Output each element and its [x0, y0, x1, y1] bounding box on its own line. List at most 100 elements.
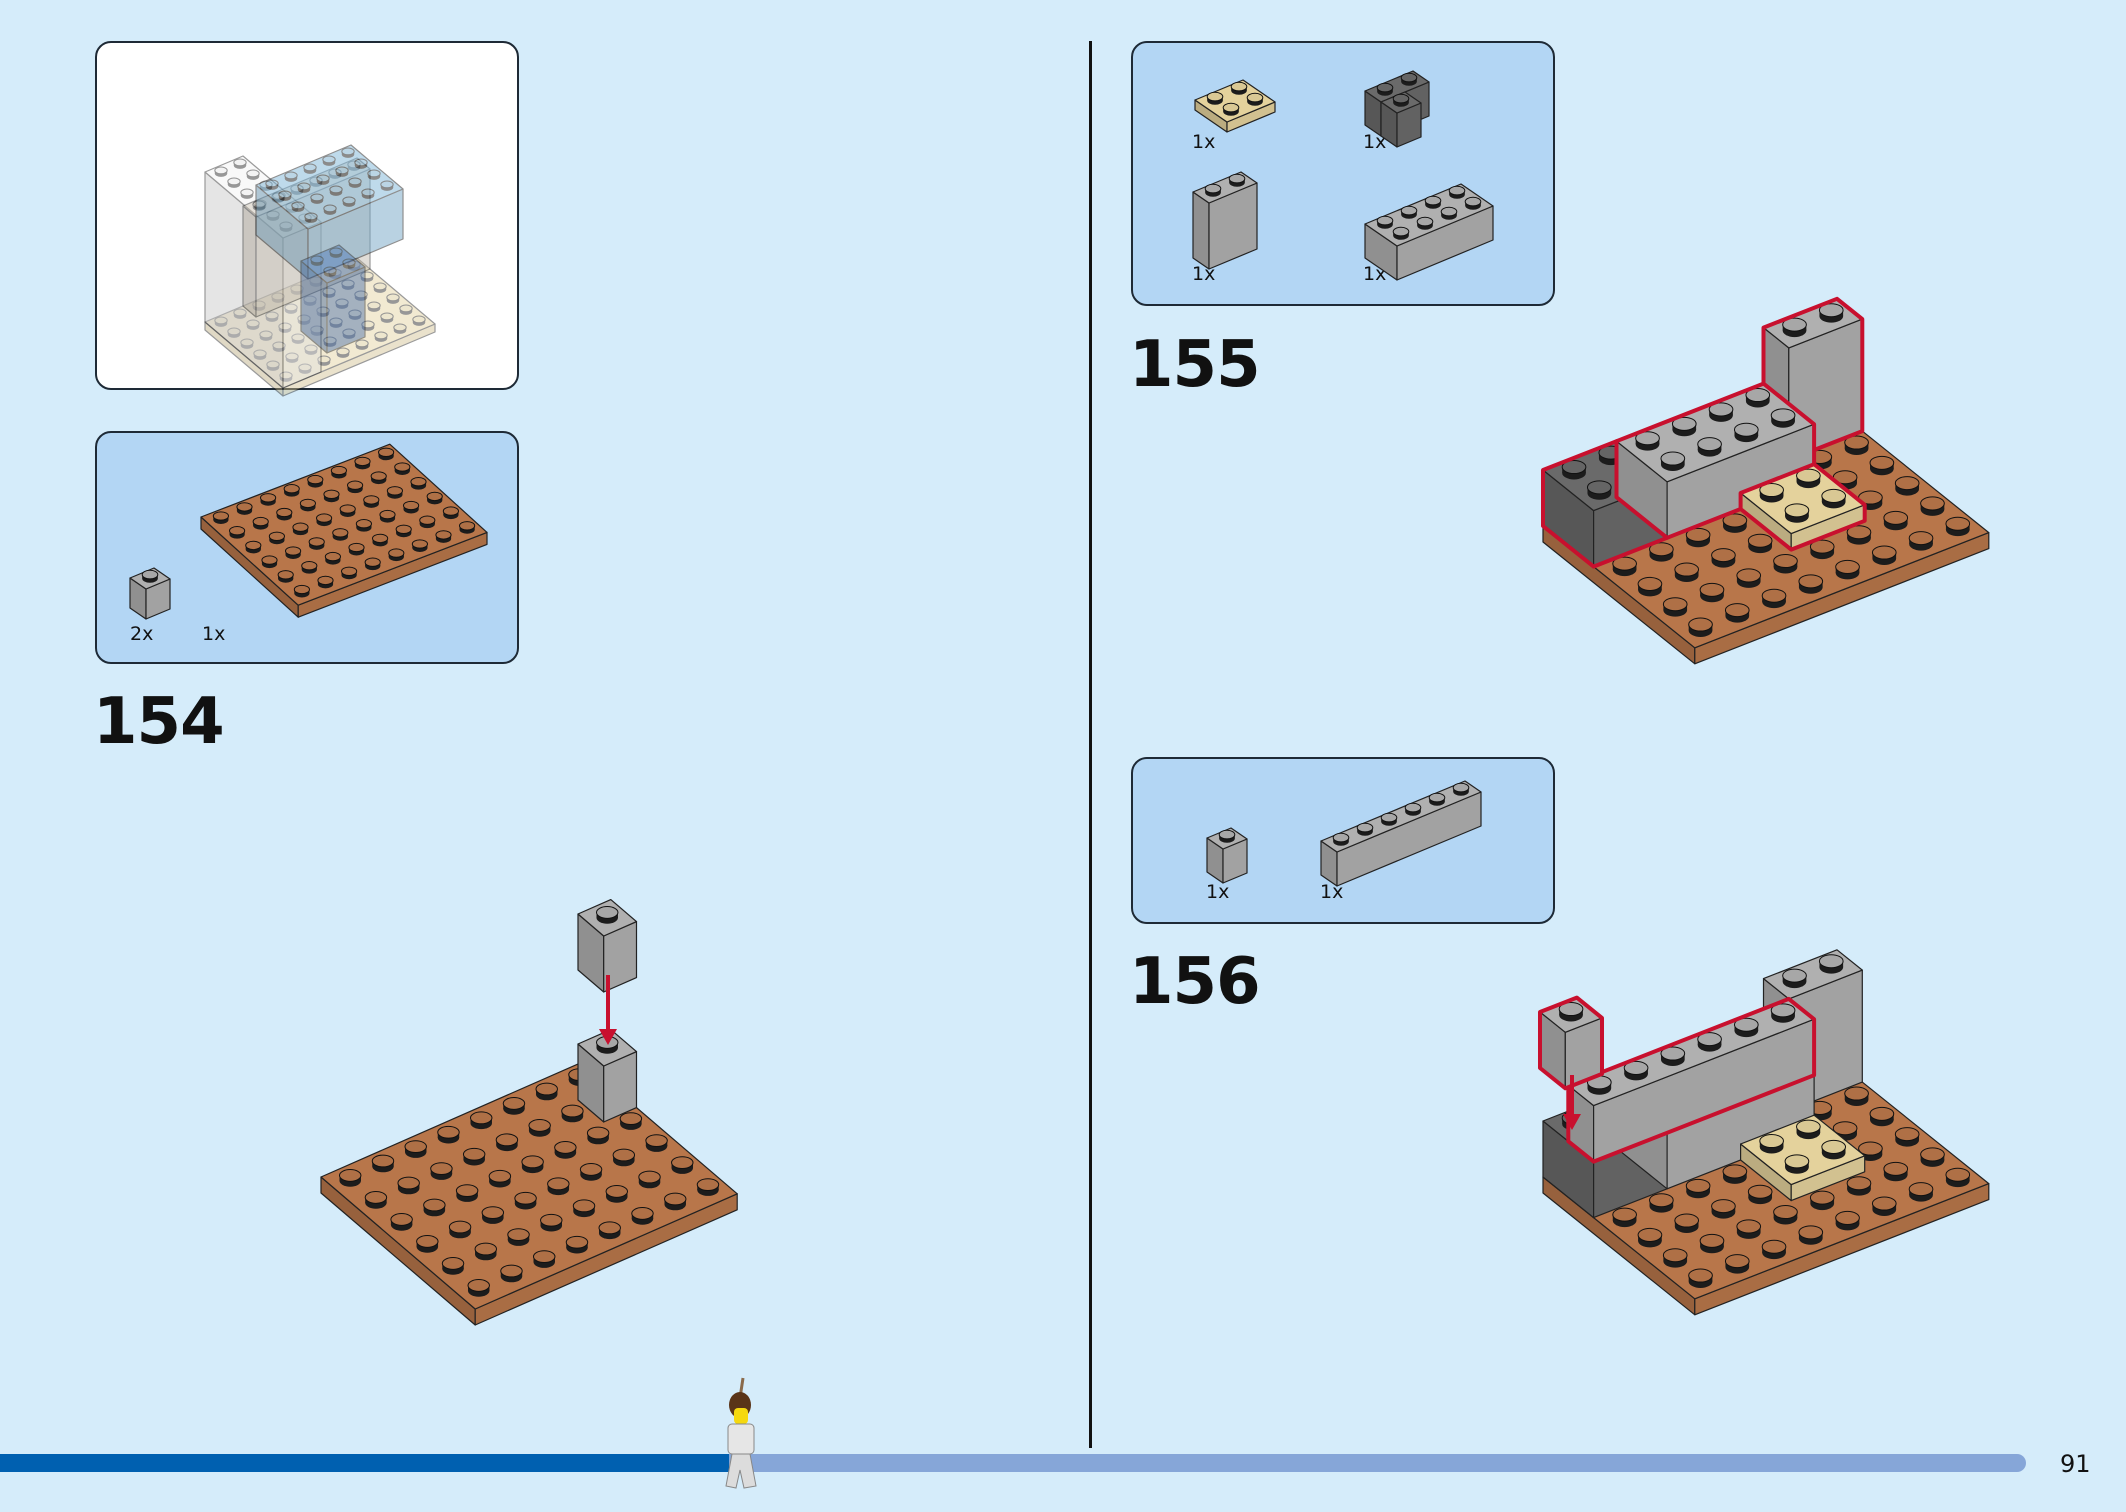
stud-base: [1635, 1088, 1660, 1102]
stud-side: [1598, 1103, 1623, 1110]
stud-base: [1759, 1140, 1784, 1154]
brick-side-face: [1567, 1084, 1595, 1163]
brick-front-face: [1790, 504, 1866, 551]
stud-base: [1700, 589, 1724, 603]
stud-side: [1663, 604, 1688, 611]
stud-base: [1807, 456, 1832, 470]
stud-top: [1770, 1115, 1796, 1130]
stud-side: [1734, 485, 1759, 492]
stud-side: [613, 1155, 635, 1161]
stud-side: [1785, 1177, 1809, 1184]
stud-base: [1759, 505, 1784, 519]
stud-side: [496, 1139, 518, 1146]
stud-top: [1598, 1152, 1624, 1167]
stud-side: [1672, 479, 1697, 486]
stud-side: [1635, 1089, 1660, 1096]
stud-base: [1562, 1117, 1586, 1131]
stud-side: [437, 1132, 460, 1138]
stud-base: [1672, 1074, 1697, 1088]
new-1x2x2-brick: [1761, 296, 1865, 462]
stud-base: [1587, 1137, 1612, 1151]
part-qty: 1x: [1320, 881, 1344, 903]
stud-base: [1762, 1246, 1786, 1260]
stud-top: [1773, 554, 1798, 569]
stud-side: [1759, 490, 1784, 496]
stud-top: [1869, 455, 1895, 470]
stud-top: [1586, 480, 1612, 495]
stud-side: [1709, 465, 1733, 472]
stud-base: [1587, 486, 1612, 500]
stud-base: [503, 1102, 525, 1115]
baseplate-6x8: [320, 1061, 738, 1326]
stud-top: [1745, 388, 1771, 403]
stud-base: [470, 1117, 492, 1130]
stud-side: [1624, 472, 1648, 479]
stud-base: [463, 1153, 485, 1166]
stud-side: [1624, 1067, 1648, 1074]
stud-top: [1699, 582, 1725, 597]
stud-top: [1688, 617, 1713, 632]
stud-side: [1663, 1255, 1688, 1262]
stud-side: [1762, 595, 1786, 602]
brick-top-face: [1542, 440, 1668, 512]
stud-base: [456, 1190, 478, 1202]
stud-top: [1598, 1096, 1624, 1111]
stud-top: [1908, 531, 1934, 546]
brick-side-face: [577, 1043, 605, 1123]
stud-top: [1612, 556, 1637, 571]
stud-side: [1660, 514, 1685, 521]
stud-base: [1745, 1045, 1770, 1059]
stud-side: [596, 1042, 618, 1048]
stud-base: [1847, 1182, 1871, 1196]
stud-top: [1708, 458, 1734, 473]
stud-side: [1709, 1060, 1733, 1067]
stud-base: [482, 1212, 504, 1224]
stud-top: [1844, 435, 1869, 450]
stud-side: [1920, 1154, 1945, 1161]
stud-side: [1723, 1171, 1747, 1178]
stud-side: [540, 1220, 563, 1226]
stud-side: [1759, 1141, 1784, 1147]
stud-base: [1872, 1202, 1897, 1216]
stud-base: [1870, 462, 1894, 476]
stud-side: [463, 1154, 485, 1160]
stud-base: [1587, 542, 1612, 556]
stud-top: [1818, 1066, 1844, 1081]
stud-base: [416, 1240, 439, 1253]
stud-top: [554, 1141, 577, 1154]
stud-top: [514, 1191, 537, 1205]
stud-side: [1562, 1174, 1586, 1180]
part-qty: 1x: [1363, 263, 1387, 285]
stud-side: [1909, 538, 1933, 545]
stud-top: [1832, 1121, 1858, 1136]
stud-side: [1624, 1179, 1648, 1186]
stud-top: [1773, 1205, 1798, 1220]
stud-side: [475, 1249, 497, 1255]
stud-side: [1734, 1136, 1759, 1143]
stud-side: [1697, 1151, 1722, 1158]
stud-base: [1895, 482, 1920, 496]
stud-top: [631, 1207, 654, 1220]
stud-base: [339, 1174, 361, 1187]
stud-base: [561, 1110, 584, 1123]
stud-side: [1798, 1232, 1823, 1239]
brick-front-face: [1592, 1132, 1668, 1219]
new-part-highlight: [1566, 996, 1817, 1164]
stud-base: [1734, 1024, 1759, 1038]
stud-base: [1624, 472, 1648, 486]
stud-side: [1895, 483, 1920, 490]
stud-base: [1745, 394, 1770, 408]
stud-base: [645, 1140, 668, 1152]
stud-side: [1796, 1142, 1821, 1149]
stud-top: [1747, 533, 1773, 548]
stud-side: [1736, 1226, 1761, 1233]
stud-top: [467, 1279, 490, 1292]
stud-side: [554, 1147, 577, 1153]
stud-top: [1674, 562, 1700, 577]
stud-base: [1810, 1197, 1835, 1211]
stud-side: [1858, 497, 1883, 504]
brick-front-face: [1666, 423, 1815, 539]
stud-top: [568, 1068, 591, 1082]
stud-top: [1671, 1067, 1697, 1082]
brick-top-face: [1615, 1033, 1815, 1134]
